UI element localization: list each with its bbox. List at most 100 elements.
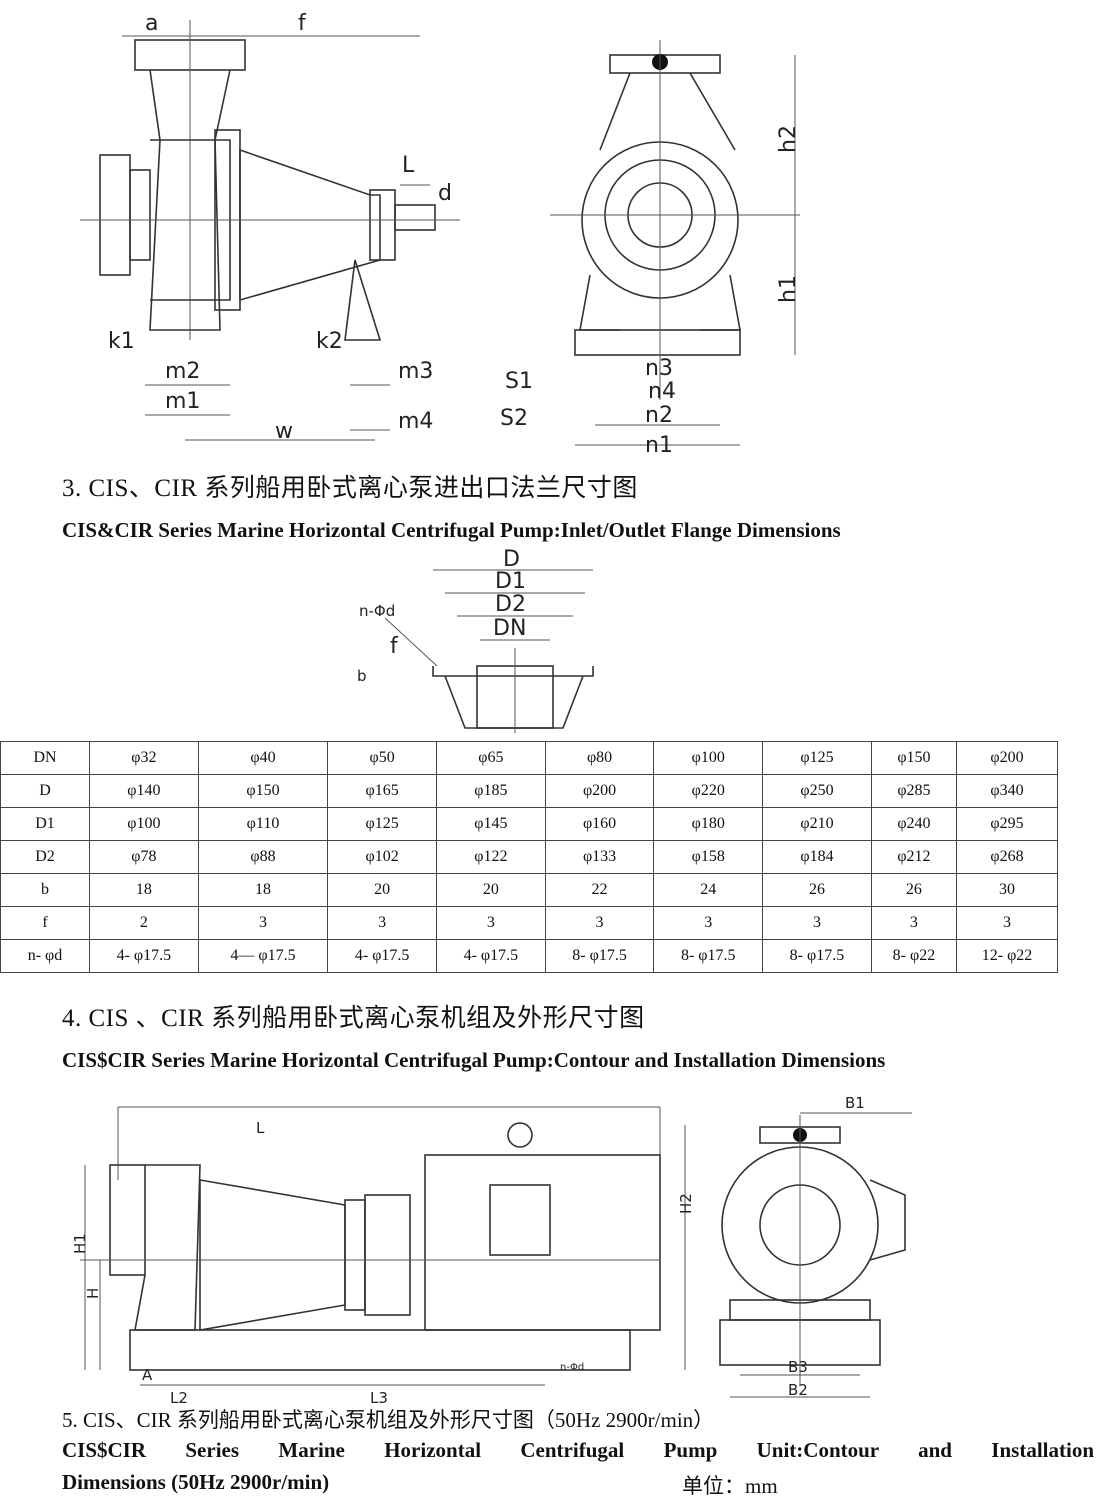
table-cell: φ40 (197, 741, 329, 775)
table-row-header: b (0, 873, 90, 907)
table-cell: φ158 (653, 840, 764, 874)
table-cell: 3 (762, 906, 872, 940)
table-cell: 26 (870, 873, 958, 907)
section3-title-en: CIS&CIR Series Marine Horizontal Centrif… (62, 518, 841, 542)
table-cell: φ50 (327, 741, 437, 775)
section4-title-en: CIS$CIR Series Marine Horizontal Centrif… (62, 1048, 886, 1072)
section4-title-cn: 4. CIS 、CIR 系列船用卧式离心泵机组及外形尺寸图 (62, 1005, 645, 1032)
table-cell: φ140 (89, 774, 199, 808)
dim-label-m2: m2 (165, 359, 200, 384)
unit-label-nphid: n-Φd (560, 1362, 584, 1373)
dim-label-S1: S1 (505, 369, 533, 394)
table-cell: 22 (544, 873, 655, 907)
table-row-header: DN (0, 741, 90, 775)
flange-label-D1: D1 (495, 569, 526, 594)
table-cell: 8- φ17.5 (653, 939, 764, 973)
table-cell: φ340 (956, 774, 1058, 808)
dim-label-L: L (402, 153, 415, 178)
table-cell: φ88 (197, 840, 329, 874)
table-cell: φ185 (436, 774, 546, 808)
table-cell: φ78 (89, 840, 199, 874)
flange-label-DN: DN (493, 616, 526, 641)
table-cell: 24 (653, 873, 764, 907)
table-cell: 3 (956, 906, 1058, 940)
table-row-header: D2 (0, 840, 90, 874)
pump-unit-contour-drawing: L H1 H H2 A L2 L3 n-Φd B1 B3 B2 (71, 1094, 912, 1407)
dim-label-m4: m4 (398, 409, 433, 434)
unit-label-H1: H1 (71, 1233, 89, 1254)
table-cell: 3 (327, 906, 437, 940)
unit-label-B1: B1 (845, 1094, 865, 1112)
dim-label-n1: n1 (645, 433, 673, 458)
section5-title-cn: 5. CIS、CIR 系列船用卧式离心泵机组及外形尺寸图（50Hz 2900r/… (62, 1408, 715, 1432)
table-cell: 12- φ22 (956, 939, 1058, 973)
table-cell: 4- φ17.5 (436, 939, 546, 973)
table-cell: φ220 (653, 774, 764, 808)
table-cell: 20 (436, 873, 546, 907)
section3-title-cn: 3. CIS、CIR 系列船用卧式离心泵进出口法兰尺寸图 (62, 475, 638, 502)
table-cell: 3 (870, 906, 958, 940)
flange-label-D2: D2 (495, 592, 526, 617)
table-cell: 26 (762, 873, 872, 907)
table-cell: φ133 (544, 840, 655, 874)
dim-label-S2: S2 (500, 406, 528, 431)
dim-label-m1: m1 (165, 389, 200, 414)
dim-label-w: w (275, 419, 293, 444)
table-cell: 4- φ17.5 (327, 939, 437, 973)
table-cell: φ150 (870, 741, 958, 775)
flange-label-f: f (390, 634, 399, 659)
table-row-header: n- φd (0, 939, 90, 973)
dim-label-n4: n4 (648, 379, 676, 404)
dim-label-m3: m3 (398, 359, 433, 384)
table-row-header: f (0, 906, 90, 940)
table-cell: 4- φ17.5 (89, 939, 199, 973)
table-cell: φ32 (89, 741, 199, 775)
table-cell: φ65 (436, 741, 546, 775)
table-cell: φ125 (762, 741, 872, 775)
table-cell: 20 (327, 873, 437, 907)
table-cell: 18 (89, 873, 199, 907)
table-cell: φ295 (956, 807, 1058, 841)
table-cell: φ80 (544, 741, 655, 775)
table-cell: 8- φ22 (870, 939, 958, 973)
unit-label-H2: H2 (677, 1193, 695, 1214)
unit-label-L: L (256, 1119, 265, 1137)
table-cell: 2 (89, 906, 199, 940)
table-cell: φ145 (436, 807, 546, 841)
dim-label-f: f (298, 11, 307, 36)
table-cell: φ285 (870, 774, 958, 808)
table-cell: 8- φ17.5 (762, 939, 872, 973)
table-cell: 3 (544, 906, 655, 940)
flange-label-D: D (503, 548, 520, 572)
table-cell: 3 (653, 906, 764, 940)
pump-unit-front-view: B1 B3 B2 (719, 1094, 912, 1399)
table-cell: φ160 (544, 807, 655, 841)
dim-label-k1: k1 (108, 329, 135, 354)
flange-dimension-drawing: D D1 D2 DN n-Φd f b (357, 548, 594, 733)
pump-unit-side-view: L H1 H H2 A L2 L3 n-Φd (71, 1106, 695, 1407)
table-cell: φ268 (956, 840, 1058, 874)
table-cell: φ102 (327, 840, 437, 874)
pump-side-view: a f L d k1 k2 m2 m1 m3 m4 w (80, 11, 460, 444)
pump-front-view: h2 h1 S1 S2 n3 n4 n2 n1 (500, 40, 801, 458)
unit-label-B2: B2 (788, 1381, 808, 1399)
table-cell: φ100 (653, 741, 764, 775)
unit-label-B3: B3 (788, 1358, 808, 1376)
table-row-header: D (0, 774, 90, 808)
section5-title-en-line2: Dimensions (50Hz 2900r/min) (62, 1470, 330, 1494)
table-cell: φ200 (544, 774, 655, 808)
unit-label-L2: L2 (170, 1389, 188, 1407)
table-cell: φ250 (762, 774, 872, 808)
table-cell: φ165 (327, 774, 437, 808)
section5-title-en-line1: CIS$CIR Series Marine Horizontal Centrif… (62, 1438, 1094, 1462)
table-cell: φ184 (762, 840, 872, 874)
pump-dimension-drawing: a f L d k1 k2 m2 m1 m3 m4 w h2 h1 S1 S2 … (80, 11, 801, 458)
table-cell: φ240 (870, 807, 958, 841)
table-cell: 8- φ17.5 (544, 939, 655, 973)
table-cell: 30 (956, 873, 1058, 907)
